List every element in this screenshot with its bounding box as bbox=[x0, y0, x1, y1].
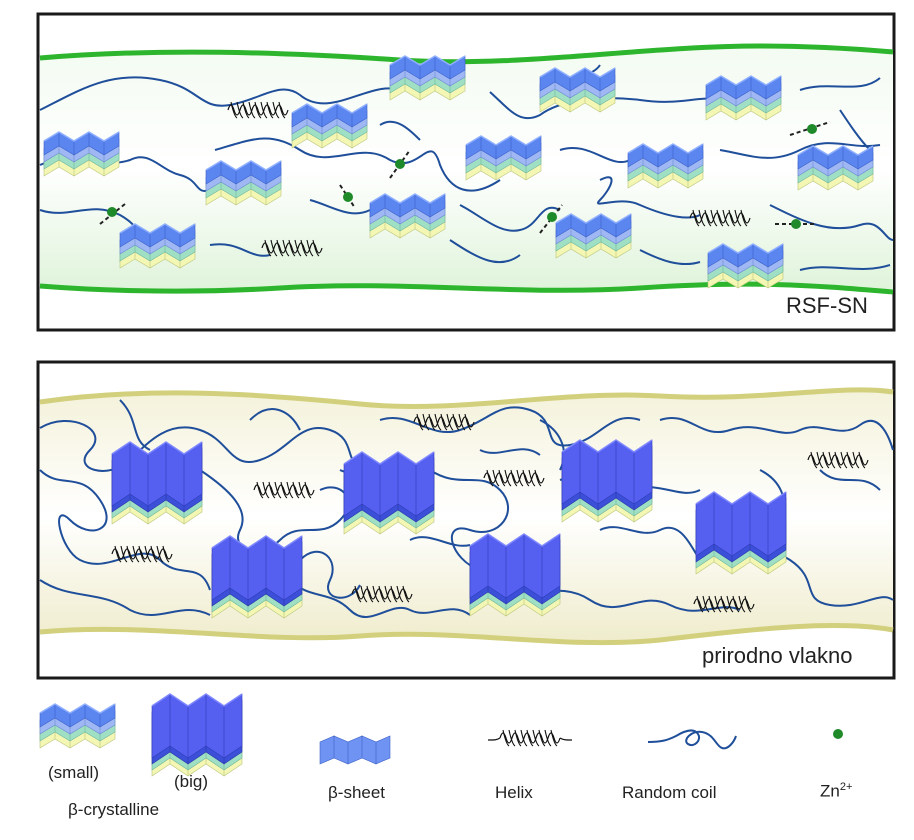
bottom-crystallite-2 bbox=[343, 451, 435, 535]
top-crystallite-2 bbox=[539, 67, 616, 113]
legend-random-coil-icon bbox=[647, 729, 737, 750]
bottom-crystallite-1 bbox=[111, 441, 203, 525]
top-panel bbox=[36, 12, 896, 332]
bottom-random-coils bbox=[39, 399, 894, 618]
legend-beta-sheet-icon bbox=[319, 735, 391, 765]
top-crystallite-7 bbox=[465, 135, 542, 181]
top-crystallite-10 bbox=[369, 193, 446, 239]
legend-small-label: (small) bbox=[48, 763, 99, 782]
legend-helix-label: Helix bbox=[495, 783, 533, 802]
bottom-panel bbox=[36, 360, 896, 680]
bottom-fiber-edge-lower bbox=[39, 622, 894, 646]
top-crystallite-11 bbox=[119, 223, 196, 269]
top-crystallite-8 bbox=[627, 143, 704, 189]
legend-zn-symbol: Zn bbox=[820, 781, 840, 801]
bottom-crystallite-6 bbox=[469, 533, 561, 617]
top-crystallite-5 bbox=[43, 131, 120, 177]
bottom-crystallite-3 bbox=[561, 439, 653, 523]
legend-big-crystallite-icon bbox=[151, 693, 243, 777]
bottom-fiber-edge-upper bbox=[39, 387, 894, 409]
top-zn-crosslinks bbox=[99, 121, 831, 234]
legend-zn-label: Zn2+ bbox=[820, 781, 852, 802]
bottom-panel-label: prirodno vlakno bbox=[702, 643, 853, 668]
top-crystallite-1 bbox=[389, 55, 466, 101]
legend-sheet-label: β-sheet bbox=[328, 783, 386, 802]
top-crystallite-4 bbox=[291, 103, 368, 149]
legend-zn-charge: 2+ bbox=[839, 781, 853, 793]
top-fiber-edge-upper bbox=[39, 43, 894, 65]
top-crystallite-12 bbox=[555, 213, 632, 259]
legend-small-crystallite-icon bbox=[39, 703, 116, 749]
bottom-crystallite-5 bbox=[211, 535, 303, 619]
legend-crystalline-label: β-crystalline bbox=[68, 800, 160, 819]
top-crystallite-3 bbox=[705, 75, 782, 121]
bottom-crystallite-4 bbox=[695, 491, 787, 575]
top-crystallite-9 bbox=[797, 145, 874, 191]
top-panel-label: RSF-SN bbox=[786, 293, 868, 318]
top-crystallite-6 bbox=[205, 160, 282, 206]
top-crystallite-13 bbox=[707, 243, 784, 289]
legend-helix-icon bbox=[487, 729, 573, 747]
legend-big-label: (big) bbox=[174, 772, 209, 791]
legend-coil-label: Random coil bbox=[622, 783, 717, 802]
legend-graphics bbox=[39, 693, 843, 777]
legend-zn-dot-icon bbox=[833, 729, 843, 739]
